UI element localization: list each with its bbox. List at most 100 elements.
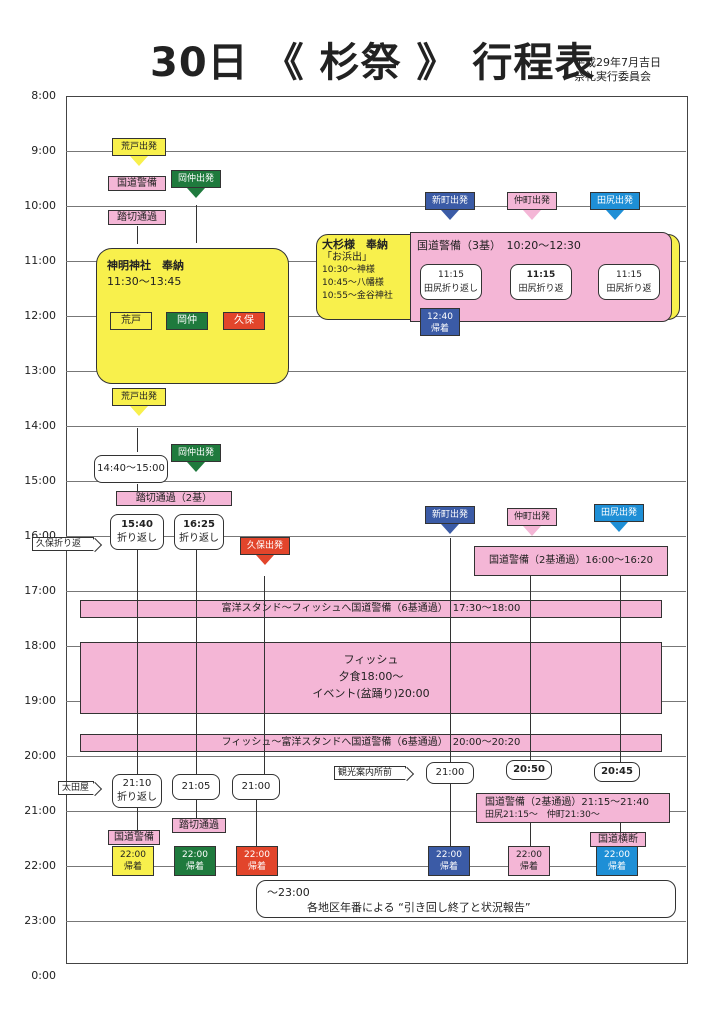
fish-title: フィッシュ bbox=[343, 653, 399, 666]
end-report-box: 〜23:00 各地区年番による “引き回し終了と状況報告” bbox=[256, 880, 676, 918]
tag-arato: 荒戸 bbox=[110, 312, 152, 330]
grid-line bbox=[66, 481, 686, 482]
return-time: 12:40 bbox=[427, 312, 453, 322]
osugi-r3: 10:55〜金谷神社 bbox=[322, 291, 393, 301]
tag-naka: 岡仲 bbox=[166, 312, 208, 330]
time-2050: 20:50 bbox=[506, 760, 552, 780]
kankou-tag: 観光案内所前 bbox=[334, 766, 406, 780]
time-label: 17:00 bbox=[24, 584, 56, 597]
connector bbox=[264, 576, 265, 774]
turn-time: 11:15 bbox=[616, 270, 642, 280]
fumikiri-left-night: 踏切通過 bbox=[172, 818, 226, 833]
fish-box: フィッシュ 夕食18:00〜 イベント(盆踊り)20:00 bbox=[80, 642, 662, 714]
connector bbox=[530, 823, 531, 846]
time-label: 11:00 bbox=[24, 254, 56, 267]
flag-arrow bbox=[187, 462, 205, 472]
connector bbox=[137, 226, 138, 244]
flag-nakamachi-depart-2: 仲町出発 bbox=[507, 508, 557, 540]
kubo-orikaeshi-tag: 久保折り返 bbox=[32, 537, 94, 551]
flag-shinmachi-depart-2: 新町出発 bbox=[425, 506, 475, 538]
flag-arato-depart-2: 荒戸出発 bbox=[112, 388, 166, 418]
flag-kubo-depart: 久保出発 bbox=[240, 537, 290, 567]
time-label: 20:00 bbox=[24, 749, 56, 762]
arrive-label: 帰着 bbox=[185, 862, 204, 872]
connector bbox=[196, 550, 197, 774]
fumikiri-2ki: 踏切通過（2基） bbox=[116, 491, 232, 506]
turn-time: 11:15 bbox=[438, 270, 464, 280]
connector bbox=[620, 576, 621, 762]
flag-label: 仲町出発 bbox=[507, 192, 557, 210]
flag-arrow bbox=[523, 210, 541, 220]
turn-label: 田尻折り返し bbox=[423, 284, 478, 294]
turn-1115-a: 11:15 田尻折り返し bbox=[420, 264, 482, 300]
header-note: 平成29年7月吉日 祭礼実行委員会 bbox=[574, 56, 694, 84]
grid-line bbox=[66, 206, 686, 207]
end-time: 〜23:00 bbox=[267, 886, 310, 899]
flag-arrow bbox=[256, 555, 274, 565]
grid-line bbox=[66, 426, 686, 427]
header-date: 平成29年7月吉日 bbox=[574, 56, 661, 69]
connector bbox=[196, 800, 197, 818]
end-text: 各地区年番による “引き回し終了と状況報告” bbox=[307, 901, 531, 914]
flag-label: 新町出発 bbox=[425, 192, 475, 210]
kokudo-3ki-label: 国道警備（3基） 10:20〜12:30 bbox=[417, 239, 581, 252]
fumikiri-left: 踏切通過 bbox=[108, 210, 166, 225]
flag-label: 田尻出発 bbox=[594, 504, 644, 522]
flag-tajiri-depart-2: 田尻出発 bbox=[594, 504, 644, 536]
tajiri-night-label: 田尻21:15〜 仲町21:30〜 bbox=[485, 810, 600, 820]
flag-tajiri-depart-1: 田尻出発 bbox=[590, 192, 640, 224]
time-label: 10:00 bbox=[24, 199, 56, 212]
fish-dinner: 夕食18:00〜 bbox=[338, 670, 404, 683]
grid-line bbox=[66, 151, 686, 152]
flag-arrow bbox=[441, 210, 459, 220]
time-2045: 20:45 bbox=[594, 762, 640, 782]
header-org: 祭礼実行委員会 bbox=[574, 70, 651, 83]
osugi-text: 大杉様 奉納 「お浜出」 10:30〜神様 10:45〜八幡様 10:55〜金谷… bbox=[322, 238, 412, 303]
time-label: 9:00 bbox=[31, 144, 56, 157]
arrive-label: 帰着 bbox=[519, 862, 538, 872]
page-title: 30日 《 杉祭 》 行程表 bbox=[150, 40, 596, 86]
shrine-title: 神明神社 奉納 bbox=[107, 259, 184, 272]
osugi-title: 大杉様 奉納 bbox=[322, 238, 388, 251]
time-1440: 14:40〜15:00 bbox=[94, 455, 168, 483]
kokudo-oudan: 国道横断 bbox=[590, 832, 646, 847]
fish-event: イベント(盆踊り)20:00 bbox=[312, 687, 430, 700]
turn-1115-c: 11:15 田尻折り返 bbox=[598, 264, 660, 300]
kokudo-2ki-box: 国道警備（2基通過）16:00〜16:20 bbox=[474, 546, 668, 576]
kokudo-night-label: 国道警備（2基通過）21:15〜21:40 bbox=[485, 797, 649, 808]
return-label: 帰着 bbox=[430, 324, 449, 334]
time-label: 21:00 bbox=[24, 804, 56, 817]
turn-time: 16:25 bbox=[183, 519, 215, 530]
turn-label: 折り返し bbox=[117, 533, 157, 544]
grid-line bbox=[66, 371, 686, 372]
arrive-time: 22:00 bbox=[120, 850, 146, 860]
flag-arrow bbox=[130, 156, 148, 166]
turn-label: 折り返し bbox=[179, 533, 219, 544]
time-label: 19:00 bbox=[24, 694, 56, 707]
time-label: 12:00 bbox=[24, 309, 56, 322]
band-1730: 富洋スタンド〜フィッシュへ国道警備（6基通過） 17:30〜18:00 bbox=[80, 600, 662, 618]
flag-arrow bbox=[187, 188, 205, 198]
kokudo-2ki-night: 国道警備（2基通過）21:15〜21:40 田尻21:15〜 仲町21:30〜 bbox=[476, 793, 670, 823]
connector bbox=[530, 576, 531, 760]
time-label: 8:00 bbox=[31, 89, 56, 102]
osugi-r1: 10:30〜神様 bbox=[322, 265, 375, 275]
shrine-time: 11:30〜13:45 bbox=[107, 275, 182, 288]
arrive-label: 帰着 bbox=[247, 862, 266, 872]
turn-label: 折り返し bbox=[117, 792, 157, 803]
flag-label: 田尻出発 bbox=[590, 192, 640, 210]
turn-1625: 16:25 折り返し bbox=[174, 514, 224, 550]
flag-arrow bbox=[441, 524, 459, 534]
grid-line bbox=[66, 591, 686, 592]
turn-label: 田尻折り返 bbox=[606, 284, 652, 294]
flag-shinmachi-depart-1: 新町出発 bbox=[425, 192, 475, 224]
flag-arato-depart-1: 荒戸出発 bbox=[112, 138, 166, 168]
band-2000: フィッシュ〜富洋スタンドへ国道警備（6基通過） 20:00〜20:20 bbox=[80, 734, 662, 752]
